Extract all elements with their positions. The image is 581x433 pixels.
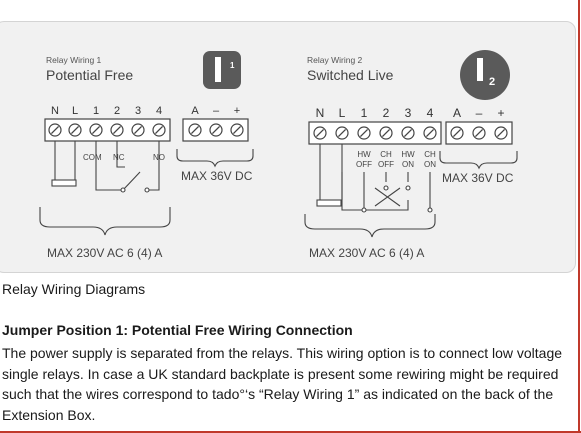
relay1-dc-rating: MAX 36V DC bbox=[181, 169, 253, 183]
terminal-label-2: 2 bbox=[114, 105, 120, 117]
screw-icon bbox=[230, 123, 244, 137]
contact-label-hw-off-top: HW bbox=[357, 150, 371, 159]
contact-label-ch-off-top: CH bbox=[380, 150, 392, 159]
terminal-label-l: L bbox=[339, 106, 346, 120]
terminal-label-4: 4 bbox=[427, 106, 434, 120]
section-heading: Jumper Position 1: Potential Free Wiring… bbox=[2, 322, 353, 338]
terminal-label-plus: + bbox=[497, 106, 504, 120]
screw-icon bbox=[313, 126, 327, 140]
relay2-wiring bbox=[304, 144, 518, 238]
contact-label-hw-on-bottom: ON bbox=[402, 160, 414, 169]
terminal-label-n: N bbox=[51, 105, 59, 117]
terminal-label-1: 1 bbox=[361, 106, 368, 120]
body-paragraph: The power supply is separated from the r… bbox=[2, 345, 563, 423]
screw-icon bbox=[335, 126, 349, 140]
relay1-badge-number: 1 bbox=[230, 61, 235, 70]
screw-icon bbox=[110, 123, 124, 137]
terminal-label-2: 2 bbox=[383, 106, 390, 120]
relay2-ac-rating: MAX 230V AC 6 (4) A bbox=[309, 246, 424, 260]
relay-wiring-2: Relay Wiring 2 Switched Live 2 N L 1 2 3… bbox=[304, 50, 518, 260]
screw-icon bbox=[379, 126, 393, 140]
contact-label-no: NO bbox=[153, 153, 165, 162]
relay-wiring-diagram: Relay Wiring 1 Potential Free 1 N L 1 2 … bbox=[39, 50, 518, 260]
contact-label-ch-off-bottom: OFF bbox=[378, 160, 394, 169]
screw-icon bbox=[48, 123, 62, 137]
screw-icon bbox=[89, 123, 103, 137]
contact-label-ch-on-bottom: ON bbox=[424, 160, 436, 169]
relay2-badge: 2 bbox=[460, 50, 510, 100]
screw-icon bbox=[401, 126, 415, 140]
screw-icon bbox=[472, 126, 486, 140]
terminal-label-4: 4 bbox=[156, 105, 162, 117]
relay2-badge-number: 2 bbox=[489, 76, 495, 88]
terminal-block-ac bbox=[308, 121, 442, 145]
terminal-label-l: L bbox=[72, 105, 78, 117]
screw-icon bbox=[423, 126, 437, 140]
terminal-block-ac bbox=[44, 118, 171, 142]
terminal-label-minus: – bbox=[213, 105, 220, 117]
terminal-label-3: 3 bbox=[405, 106, 412, 120]
screw-icon bbox=[188, 123, 202, 137]
screw-icon bbox=[209, 123, 223, 137]
terminal-label-a: A bbox=[453, 106, 461, 120]
terminal-label-a: A bbox=[191, 105, 199, 117]
contact-label-ch-on-top: CH bbox=[424, 150, 436, 159]
terminal-label-plus: + bbox=[234, 105, 240, 117]
relay1-badge: 1 bbox=[203, 51, 241, 89]
terminal-label-n: N bbox=[316, 106, 325, 120]
relay1-wiring bbox=[39, 141, 254, 236]
screw-icon bbox=[357, 126, 371, 140]
switch-icon bbox=[477, 58, 483, 81]
relay-wiring-diagram-panel: Relay Wiring 1 Potential Free 1 N L 1 2 … bbox=[0, 21, 576, 273]
contact-label-nc: NC bbox=[113, 153, 125, 162]
relay2-dc-rating: MAX 36V DC bbox=[442, 171, 514, 185]
terminal-label-1: 1 bbox=[93, 105, 99, 117]
screw-icon bbox=[494, 126, 508, 140]
relay-wiring-1: Relay Wiring 1 Potential Free 1 N L 1 2 … bbox=[39, 51, 254, 260]
relay1-ac-rating: MAX 230V AC 6 (4) A bbox=[47, 246, 162, 260]
contact-label-hw-off-bottom: OFF bbox=[356, 160, 372, 169]
frame-border-bottom bbox=[0, 431, 581, 433]
screw-icon bbox=[68, 123, 82, 137]
cropped-top-text bbox=[0, 0, 520, 6]
frame-border-right bbox=[578, 0, 580, 433]
contact-label-com: COM bbox=[83, 153, 102, 162]
screw-icon bbox=[450, 126, 464, 140]
figure-caption: Relay Wiring Diagrams bbox=[2, 281, 146, 297]
terminal-label-minus: – bbox=[476, 106, 483, 120]
relay1-title: Potential Free bbox=[46, 67, 133, 83]
screw-icon bbox=[131, 123, 145, 137]
relay2-title: Switched Live bbox=[307, 67, 394, 83]
relay2-label: Relay Wiring 2 bbox=[307, 55, 363, 65]
contact-label-hw-on-top: HW bbox=[401, 150, 415, 159]
terminal-label-3: 3 bbox=[135, 105, 141, 117]
relay1-label: Relay Wiring 1 bbox=[46, 55, 102, 65]
switch-icon bbox=[215, 57, 221, 82]
screw-icon bbox=[152, 123, 166, 137]
